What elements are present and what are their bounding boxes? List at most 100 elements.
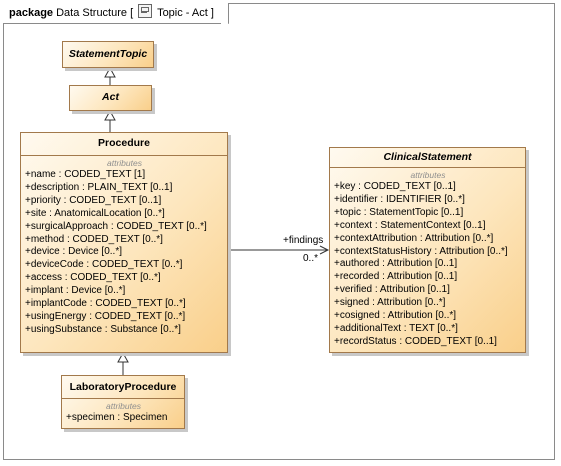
attribute-row[interactable]: +name : CODED_TEXT [1] <box>25 169 224 182</box>
class-diagram-icon <box>138 4 153 18</box>
attribute-name: +usingEnergy <box>25 310 87 322</box>
attribute-list: +key : CODED_TEXT [0..1]+identifier : ID… <box>334 181 522 349</box>
attribute-name: +name <box>25 169 56 180</box>
attribute-type: : CODED_TEXT [0..*] <box>86 298 186 310</box>
package-tab: package Data Structure [ Topic - Act ] <box>3 3 229 24</box>
package-name-prefix: Data Structure [ <box>56 7 134 19</box>
attribute-name: +authored <box>334 258 380 270</box>
package-name-suffix: ] <box>210 7 214 19</box>
attribute-type: : CODED_TEXT [0..1] <box>60 194 162 206</box>
attribute-row[interactable]: +cosigned : Attribution [0..*] <box>334 310 522 323</box>
attribute-name: +identifier <box>334 193 378 205</box>
attribute-type: : Substance [0..*] <box>102 323 181 335</box>
attribute-row[interactable]: +usingEnergy : CODED_TEXT [0..*] <box>25 311 224 324</box>
attribute-name: +implantCode <box>25 298 87 310</box>
attribute-row[interactable]: +description : PLAIN_TEXT [0..1] <box>25 182 224 195</box>
attribute-name: +context <box>334 219 373 231</box>
attribute-type: : Device [0..*] <box>59 246 122 258</box>
attribute-row[interactable]: +context : StatementContext [0..1] <box>334 220 522 233</box>
attribute-row[interactable]: +surgicalApproach : CODED_TEXT [0..*] <box>25 221 224 234</box>
section-title: attributes <box>410 170 446 180</box>
attribute-name: +deviceCode <box>25 259 84 271</box>
attribute-name: +device <box>25 246 60 258</box>
attribute-name: +contextStatusHistory <box>334 245 432 257</box>
attribute-row[interactable]: +device : Device [0..*] <box>25 246 224 259</box>
generalization-arrowhead <box>104 66 116 78</box>
attribute-row[interactable]: +access : CODED_TEXT [0..*] <box>25 272 224 285</box>
attribute-row[interactable]: +site : AnatomicalLocation [0..*] <box>25 208 224 221</box>
association-arrowhead <box>319 245 330 255</box>
attribute-row[interactable]: +usingSubstance : Substance [0..*] <box>25 324 224 337</box>
attribute-name: +priority <box>25 194 61 206</box>
attributes-compartment: attributes +key : CODED_TEXT [0..1]+iden… <box>330 167 525 352</box>
attribute-name: +usingSubstance <box>25 323 103 335</box>
attribute-row[interactable]: +method : CODED_TEXT [0..*] <box>25 234 224 247</box>
association-multiplicity-label: 0..* <box>303 253 319 264</box>
attribute-row[interactable]: +implantCode : CODED_TEXT [0..*] <box>25 298 224 311</box>
class-statementtopic[interactable]: StatementTopic <box>62 41 154 68</box>
section-title: attributes <box>106 401 141 411</box>
attribute-type: : CODED_TEXT [0..*] <box>61 272 161 284</box>
attribute-name: +signed <box>334 297 370 309</box>
attribute-row[interactable]: +authored : Attribution [0..1] <box>334 258 522 271</box>
attribute-name: +additionalText <box>334 322 401 334</box>
attribute-row[interactable]: +recordStatus : CODED_TEXT [0..1] <box>334 336 522 349</box>
attribute-list: +name : CODED_TEXT [1]+description : PLA… <box>25 169 224 337</box>
attribute-row[interactable]: +key : CODED_TEXT [0..1] <box>334 181 522 194</box>
attribute-row[interactable]: +identifier : IDENTIFIER [0..*] <box>334 194 522 207</box>
attribute-row[interactable]: +priority : CODED_TEXT [0..1] <box>25 195 224 208</box>
attribute-row[interactable]: +contextAttribution : Attribution [0..*] <box>334 233 522 246</box>
attribute-row[interactable]: +additionalText : TEXT [0..*] <box>334 323 522 336</box>
attribute-row[interactable]: +contextStatusHistory : Attribution [0..… <box>334 246 522 259</box>
attribute-name: +verified <box>334 284 373 296</box>
attribute-row[interactable]: +deviceCode : CODED_TEXT [0..*] <box>25 259 224 272</box>
attribute-type: : Attribution [0..1] <box>379 271 458 283</box>
attribute-type: : CODED_TEXT [0..1] <box>396 335 497 347</box>
attribute-name: +specimen <box>66 412 115 423</box>
attribute-type: : CODED_TEXT [0..*] <box>64 233 163 245</box>
attribute-name: +recordStatus <box>334 335 397 347</box>
attribute-type: : Attribution [0..*] <box>417 232 494 244</box>
attribute-type: : CODED_TEXT [1] <box>55 169 146 180</box>
attribute-row[interactable]: +signed : Attribution [0..*] <box>334 297 522 310</box>
attribute-row[interactable]: +recorded : Attribution [0..1] <box>334 271 522 284</box>
class-name: LaboratoryProcedure <box>69 381 177 393</box>
attribute-row[interactable]: +verified : Attribution [0..1] <box>334 284 522 297</box>
attribute-type: : IDENTIFIER [0..*] <box>377 193 465 205</box>
attribute-name: +access <box>25 272 62 284</box>
attribute-type: : CODED_TEXT [0..*] <box>86 310 186 322</box>
generalization-arrowhead <box>117 351 129 363</box>
class-act[interactable]: Act <box>69 85 152 111</box>
attribute-row[interactable]: +topic : StatementTopic [0..1] <box>334 207 522 220</box>
attribute-type: : PLAIN_TEXT [0..1] <box>79 181 173 193</box>
attribute-row[interactable]: +specimen : Specimen <box>66 412 181 425</box>
class-name: Act <box>102 91 119 103</box>
class-name: StatementTopic <box>68 48 148 60</box>
attribute-type: : Attribution [0..1] <box>372 284 450 296</box>
class-procedure[interactable]: Procedure attributes +name : CODED_TEXT … <box>20 132 228 353</box>
attribute-type: : Attribution [0..*] <box>369 297 446 309</box>
association-role-label: +findings <box>283 235 324 246</box>
class-name: ClinicalStatement <box>383 151 472 163</box>
attribute-type: : StatementTopic [0..1] <box>360 206 464 218</box>
class-laboratoryprocedure[interactable]: LaboratoryProcedure attributes +specimen… <box>61 375 185 429</box>
generalization-arrowhead <box>104 109 116 121</box>
attributes-compartment: attributes +name : CODED_TEXT [1]+descri… <box>21 155 227 340</box>
attribute-name: +method <box>25 233 65 245</box>
attribute-type: : CODED_TEXT [0..*] <box>83 259 183 271</box>
attribute-name: +recorded <box>334 271 380 283</box>
attribute-type: : Device [0..*] <box>63 285 126 297</box>
attributes-compartment: attributes +specimen : Specimen <box>62 398 184 428</box>
package-keyword: package <box>9 7 54 19</box>
class-clinicalstatement[interactable]: ClinicalStatement attributes +key : CODE… <box>329 147 526 353</box>
attribute-row[interactable]: +implant : Device [0..*] <box>25 285 224 298</box>
attribute-type: : CODED_TEXT [0..*] <box>108 220 207 232</box>
attribute-list: +specimen : Specimen <box>66 412 181 425</box>
attribute-type: : CODED_TEXT [0..1] <box>355 181 456 192</box>
attribute-type: : AnatomicalLocation [0..*] <box>46 207 165 219</box>
attribute-type: : Attribution [0..1] <box>379 258 458 270</box>
diagram-name: Topic - Act <box>157 7 208 19</box>
attribute-type: : Specimen <box>114 412 168 423</box>
attribute-name: +surgicalApproach <box>25 220 109 232</box>
